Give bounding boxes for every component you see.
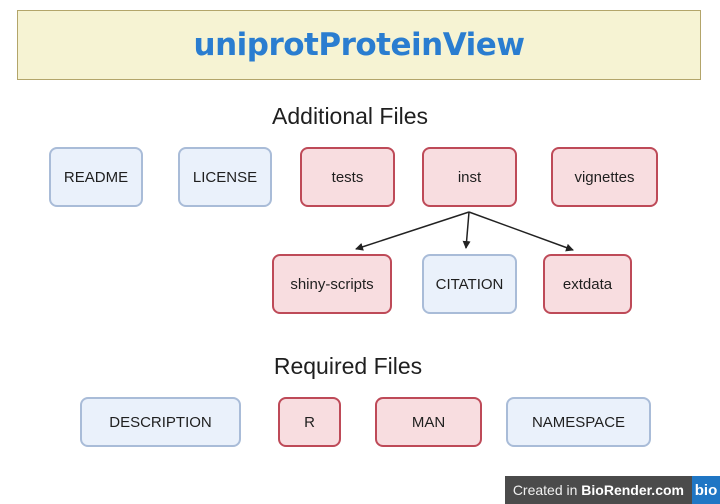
title-banner: uniprotProteinView <box>17 10 701 80</box>
diagram-title: uniprotProteinView <box>193 27 525 63</box>
badge-text: Created in BioRender.com <box>512 482 684 498</box>
biorender-logo-icon: bio <box>692 476 720 504</box>
additional-files-heading: Additional Files <box>272 103 428 129</box>
arrow-to-shiny-scripts <box>355 211 470 251</box>
folder-box-extdata: extdata <box>543 254 632 314</box>
folder-box-inst: inst <box>422 147 517 207</box>
folder-box-r: R <box>278 397 341 447</box>
folder-box-tests: tests <box>300 147 395 207</box>
file-box-license: LICENSE <box>178 147 272 207</box>
file-box-description: DESCRIPTION <box>80 397 241 447</box>
arrow-to-citation <box>462 211 471 249</box>
file-box-readme: README <box>49 147 143 207</box>
file-box-namespace: NAMESPACE <box>506 397 651 447</box>
folder-box-vignettes: vignettes <box>551 147 658 207</box>
biorender-badge[interactable]: Created in BioRender.com bio <box>505 476 720 504</box>
required-files-heading: Required Files <box>273 353 423 379</box>
folder-box-shiny-scripts: shiny-scripts <box>272 254 392 314</box>
folder-box-man: MAN <box>375 397 482 447</box>
file-box-citation: CITATION <box>422 254 517 314</box>
arrow-to-extdata <box>468 211 574 252</box>
